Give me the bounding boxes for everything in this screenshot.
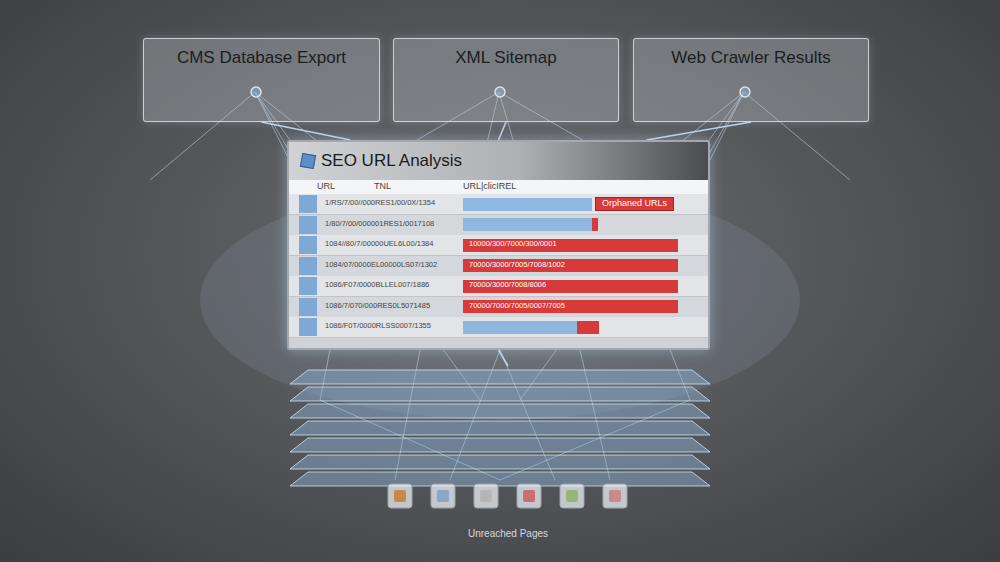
- page-icon-mark: [394, 490, 406, 502]
- page-icon-mark: [523, 490, 535, 502]
- page-icon: [560, 484, 584, 508]
- connector: [647, 122, 751, 140]
- glow: [200, 180, 800, 420]
- stack-layer: [290, 387, 710, 401]
- bar-value: 10000/300/7000/300/0001: [469, 240, 557, 248]
- stack-layer: [290, 472, 710, 486]
- page-icon-mark: [609, 490, 621, 502]
- stack-caption: Unreached Pages: [290, 528, 726, 539]
- value-bar: [463, 321, 577, 334]
- source-panel: CMS Database Export: [143, 38, 380, 122]
- url-cell: 1/80/7/00/000001RES1/0017108: [325, 220, 434, 228]
- cube-icon: [300, 153, 316, 169]
- row-icon: [299, 216, 317, 234]
- port-dot: [492, 84, 508, 100]
- port-dot: [248, 84, 264, 100]
- url-cell: 1086/F07/0000BLLEL007/1886: [325, 281, 429, 289]
- stack-layer: [290, 438, 710, 452]
- column-header: URL|clicIREL: [463, 182, 516, 192]
- port-dot-ring: [251, 87, 261, 97]
- source-panel: XML Sitemap: [393, 38, 619, 122]
- stack-layer: [290, 455, 710, 469]
- page-icon: [603, 484, 627, 508]
- stack-layer: [290, 370, 710, 384]
- row-icon: [299, 195, 317, 213]
- connector: [499, 350, 509, 366]
- row-icon: [299, 318, 317, 336]
- row-icon: [299, 298, 317, 316]
- page-icon: [517, 484, 541, 508]
- port-dot-ring: [495, 87, 505, 97]
- value-bar: [463, 198, 592, 211]
- bar-value: 70000/7000/7005/0007/7005: [469, 302, 565, 310]
- row-icon: [299, 277, 317, 295]
- port-dot: [737, 84, 753, 100]
- page-stack: Unreached Pages: [290, 366, 726, 550]
- page-icon: [388, 484, 412, 508]
- panel-title: XML Sitemap: [394, 48, 618, 68]
- url-cell: 1084//80/7/00000UEL6L00/1384: [325, 240, 433, 248]
- column-header: URL: [317, 182, 335, 192]
- analysis-table: SEO URL AnalysisURL TNL URL|clicIREL 1/RS/7…: [287, 140, 710, 350]
- value-bar: [463, 218, 592, 231]
- value-bar: [577, 321, 599, 334]
- panel-title: CMS Database Export: [144, 48, 379, 68]
- fan-lines: [150, 92, 850, 480]
- port-dot-ring: [740, 87, 750, 97]
- page-icon-mark: [566, 490, 578, 502]
- stack-layer: [290, 404, 710, 418]
- url-cell: 1/RS/7/00//000RES1/00/0X/1354: [325, 199, 435, 207]
- source-panel: Web Crawler Results: [633, 38, 869, 122]
- layer-stack: [290, 366, 710, 550]
- connector: [262, 122, 351, 140]
- url-cell: 1086/F0T/0000RLSS0007/1355: [325, 322, 431, 330]
- url-cell: 1086/7/070/000RES0L5071485: [325, 302, 430, 310]
- orphan-tag: Orphaned URLs: [595, 197, 674, 211]
- page-icon: [431, 484, 455, 508]
- page-icon-mark: [480, 490, 492, 502]
- stack-layer: [290, 421, 710, 435]
- table-title: SEO URL Analysis: [321, 151, 462, 171]
- column-header: TNL: [374, 182, 391, 192]
- value-bar: [592, 218, 598, 231]
- row-icon: [299, 236, 317, 254]
- page-icon-mark: [437, 490, 449, 502]
- panel-title: Web Crawler Results: [634, 48, 868, 68]
- url-cell: 1084/07/0000EL00000LS07/1302: [325, 261, 437, 269]
- bar-value: 70000/3000/7008/8006: [469, 281, 546, 289]
- row-icon: [299, 257, 317, 275]
- connector: [499, 122, 507, 140]
- bar-value: 70000/3000/7005/7008/1002: [469, 261, 565, 269]
- page-icon: [474, 484, 498, 508]
